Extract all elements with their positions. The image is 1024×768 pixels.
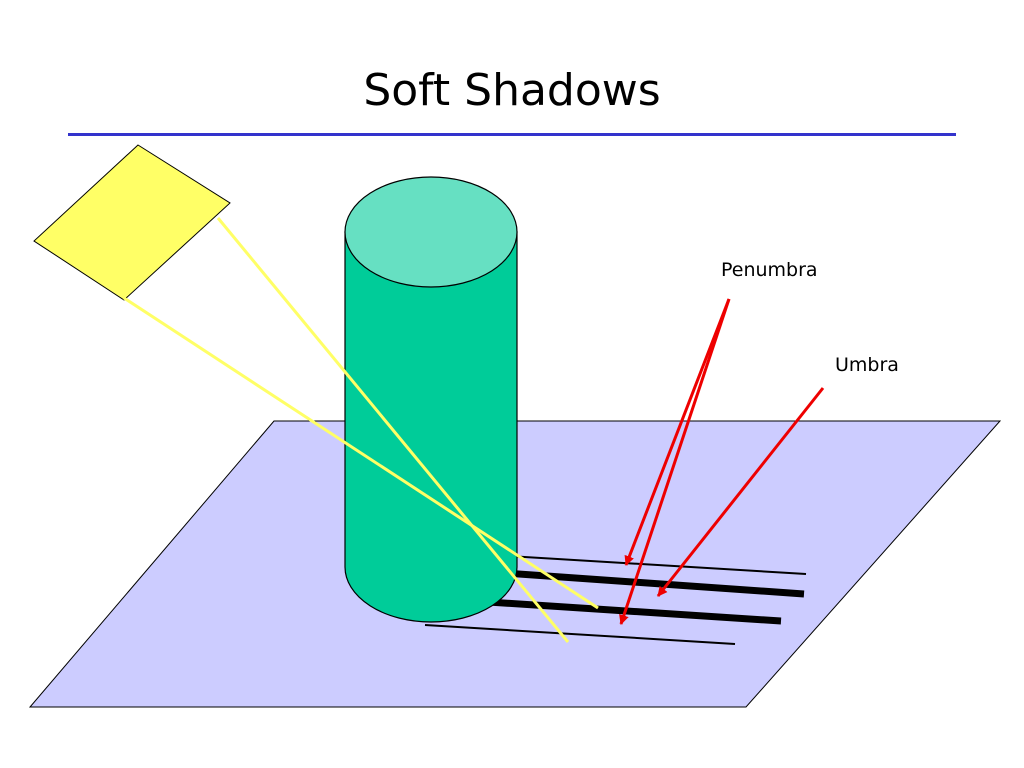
cylinder <box>344 176 518 623</box>
light-ray-upper <box>216 217 570 643</box>
slide-title: Soft Shadows <box>363 65 661 116</box>
penumbra-outer-line-bottom <box>424 624 736 645</box>
cylinder-top <box>344 176 518 288</box>
light-ray-lower <box>123 296 599 610</box>
umbra-label: Umbra <box>835 354 899 376</box>
cylinder-body <box>344 231 518 623</box>
title-rule <box>68 133 956 136</box>
area-light <box>33 144 231 301</box>
penumbra-arrow-1 <box>624 298 731 566</box>
penumbra-label: Penumbra <box>721 259 818 281</box>
umbra-band-top <box>504 569 805 598</box>
penumbra-arrow-2 <box>619 298 731 625</box>
umbra-arrow <box>656 387 825 597</box>
penumbra-outer-line-top <box>507 555 807 575</box>
